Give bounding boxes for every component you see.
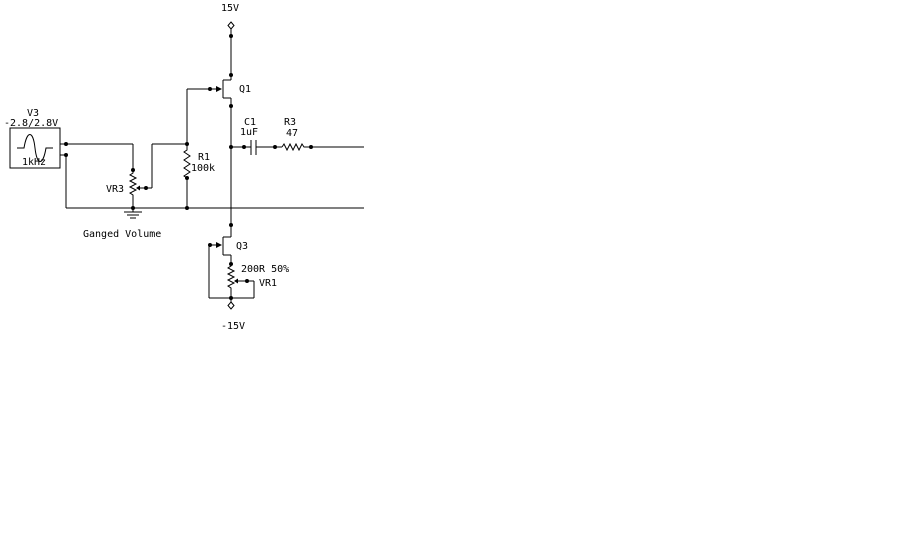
junction-dots: [64, 34, 313, 300]
source-amplitude-label: -2.8/2.8V: [4, 118, 58, 129]
vr3-wiper: [136, 143, 187, 191]
r3-resistor: [281, 142, 364, 152]
vr3-label: VR3: [106, 184, 124, 195]
positive-rail-pin: [227, 21, 235, 30]
c1-value-label: 1uF: [240, 127, 258, 138]
source-frequency-label: 1kHz: [22, 157, 46, 168]
q1-label: Q1: [239, 84, 251, 95]
negative-rail-pin: [227, 301, 235, 310]
q3-transistor: [209, 225, 232, 264]
ganged-volume-label: Ganged Volume: [83, 229, 161, 240]
positive-rail-label: 15V: [221, 3, 239, 14]
r1-resistor: [183, 89, 191, 208]
r1-ref-label: R1: [198, 152, 210, 163]
r3-value-label: 47: [286, 128, 298, 139]
vr1-value-label: 200R 50%: [241, 264, 289, 275]
c1-ref-label: C1: [244, 117, 256, 128]
sine-source-symbol: [9, 127, 61, 169]
vr1-ref-label: VR1: [259, 278, 277, 289]
r3-ref-label: R3: [284, 117, 296, 128]
c1-capacitor: [231, 140, 282, 155]
q3-label: Q3: [236, 241, 248, 252]
source-ref-label: V3: [27, 108, 39, 119]
vr1-potentiometer: [226, 264, 236, 302]
negative-rail-label: -15V: [221, 321, 245, 332]
vr3-potentiometer: [128, 170, 138, 208]
source-wires: [60, 143, 134, 208]
r1-value-label: 100k: [191, 163, 215, 174]
q1-transistor: [187, 75, 232, 147]
